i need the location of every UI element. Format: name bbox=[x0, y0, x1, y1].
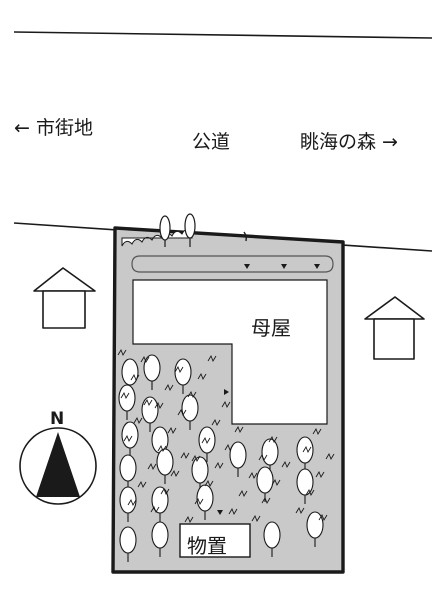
grass-tuft bbox=[143, 398, 153, 407]
grass-tuft bbox=[120, 391, 130, 400]
grass-tuft bbox=[312, 427, 322, 436]
grass-tuft bbox=[228, 507, 238, 516]
road-label-right: 眺海の森 → bbox=[300, 131, 398, 153]
grass-tuft bbox=[184, 515, 194, 524]
grass-tuft bbox=[207, 354, 217, 363]
grass-tuft bbox=[117, 348, 127, 357]
tree-icon bbox=[181, 394, 199, 430]
grass-tuft bbox=[305, 488, 315, 497]
grass-tuft bbox=[204, 479, 214, 488]
grass-tuft bbox=[177, 408, 187, 417]
grass-tuft bbox=[127, 498, 137, 507]
grass-tuft bbox=[194, 497, 204, 506]
markers bbox=[217, 264, 320, 515]
gate-mark bbox=[243, 231, 247, 242]
grass-tuft bbox=[187, 390, 197, 399]
tree-icon bbox=[143, 354, 161, 390]
grass-tuft bbox=[318, 513, 328, 522]
grass-tuft bbox=[180, 451, 190, 460]
shed-label: 物置 bbox=[187, 534, 227, 558]
grass-tuft bbox=[133, 416, 143, 425]
tree-icon bbox=[141, 396, 159, 432]
north-label: N bbox=[50, 409, 65, 429]
grass-tuft bbox=[221, 400, 231, 409]
grass-tuft bbox=[325, 452, 335, 461]
grass-tuft bbox=[191, 454, 201, 463]
tree-icon bbox=[296, 468, 314, 504]
tree-icon bbox=[156, 448, 174, 484]
grass-tuft bbox=[248, 471, 258, 480]
tree-icon bbox=[263, 521, 281, 557]
grass-tuft bbox=[295, 506, 305, 515]
grass-tuft bbox=[281, 460, 291, 469]
tree-icon bbox=[261, 438, 279, 474]
tree-icon bbox=[198, 426, 216, 462]
tree-icon bbox=[119, 454, 137, 490]
grass-tuft bbox=[150, 505, 160, 514]
grass-tuft bbox=[130, 373, 140, 382]
grass-tuft bbox=[268, 435, 278, 444]
tree-icon bbox=[118, 384, 136, 420]
grass-tuft bbox=[170, 469, 180, 478]
grass-tuft bbox=[261, 496, 271, 505]
grass-tuft bbox=[234, 425, 244, 434]
tree-icon bbox=[119, 526, 137, 562]
grass-tuft bbox=[140, 355, 150, 364]
garden-trees bbox=[117, 348, 335, 562]
grass-tuft bbox=[174, 365, 184, 374]
grass-tuft bbox=[167, 426, 177, 435]
grass-tuft bbox=[271, 478, 281, 487]
grass-tuft bbox=[238, 489, 248, 498]
gate-trees bbox=[159, 213, 196, 247]
tree-icon bbox=[151, 521, 169, 557]
grass-tuft bbox=[154, 401, 164, 410]
grass-tuft bbox=[251, 514, 261, 523]
grass-tuft bbox=[164, 383, 174, 392]
grass-tuft bbox=[160, 487, 170, 496]
tree-icon bbox=[151, 486, 169, 522]
shed bbox=[179, 523, 251, 558]
grass-tuft bbox=[147, 462, 157, 471]
grass-tuft bbox=[211, 418, 221, 427]
tree-icon bbox=[121, 421, 139, 457]
grass-tuft bbox=[123, 434, 133, 443]
tree-icon bbox=[306, 511, 324, 547]
main-house bbox=[132, 279, 328, 425]
road-edge-top bbox=[13, 31, 433, 39]
road-label-center: 公道 bbox=[192, 131, 231, 153]
grass-tuft bbox=[258, 453, 268, 462]
hedge bbox=[121, 228, 193, 247]
grass-tuft bbox=[201, 436, 211, 445]
driveway bbox=[131, 255, 334, 273]
grass-tuft bbox=[302, 445, 312, 454]
neighbor-house-icon bbox=[33, 267, 96, 329]
north-arrow-icon bbox=[19, 427, 97, 505]
grass-tuft bbox=[137, 480, 147, 489]
neighbor-house-icon bbox=[364, 296, 425, 360]
tree-icon bbox=[196, 484, 214, 520]
grass-tuft bbox=[315, 470, 325, 479]
grass-tuft bbox=[224, 443, 234, 452]
grass-tuft bbox=[157, 444, 167, 453]
grass-tuft bbox=[197, 372, 207, 381]
grass-tuft bbox=[214, 461, 224, 470]
road-label-left: ← 市街地 bbox=[14, 117, 93, 139]
main-house-label: 母屋 bbox=[251, 316, 291, 340]
tree-icon bbox=[229, 441, 247, 477]
